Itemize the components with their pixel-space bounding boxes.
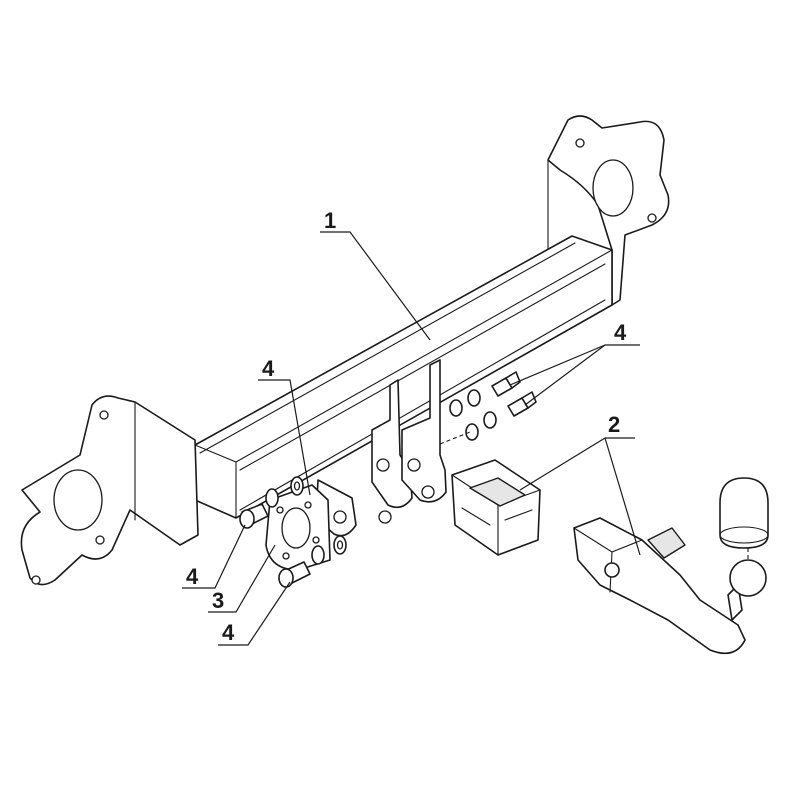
leader-lines [182,231,641,646]
bolt-set-right [439,371,537,445]
callout-3: 3 [212,588,224,613]
tow-ball-assembly [573,477,769,655]
center-bracket-front [401,359,447,503]
socket-housing [451,459,541,556]
callout-2: 2 [608,412,620,437]
callout-4-bottom: 4 [222,620,235,645]
left-mounting-plate [20,395,199,586]
callout-4-bottom-left: 4 [186,564,199,589]
right-mounting-plate [547,115,670,306]
callout-labels: 1 2 3 4 4 4 4 [186,208,627,645]
callout-4-top-left: 4 [262,356,275,381]
callout-4-top-right: 4 [614,320,627,345]
callout-1: 1 [324,208,336,233]
bolt-set-left [239,476,347,588]
